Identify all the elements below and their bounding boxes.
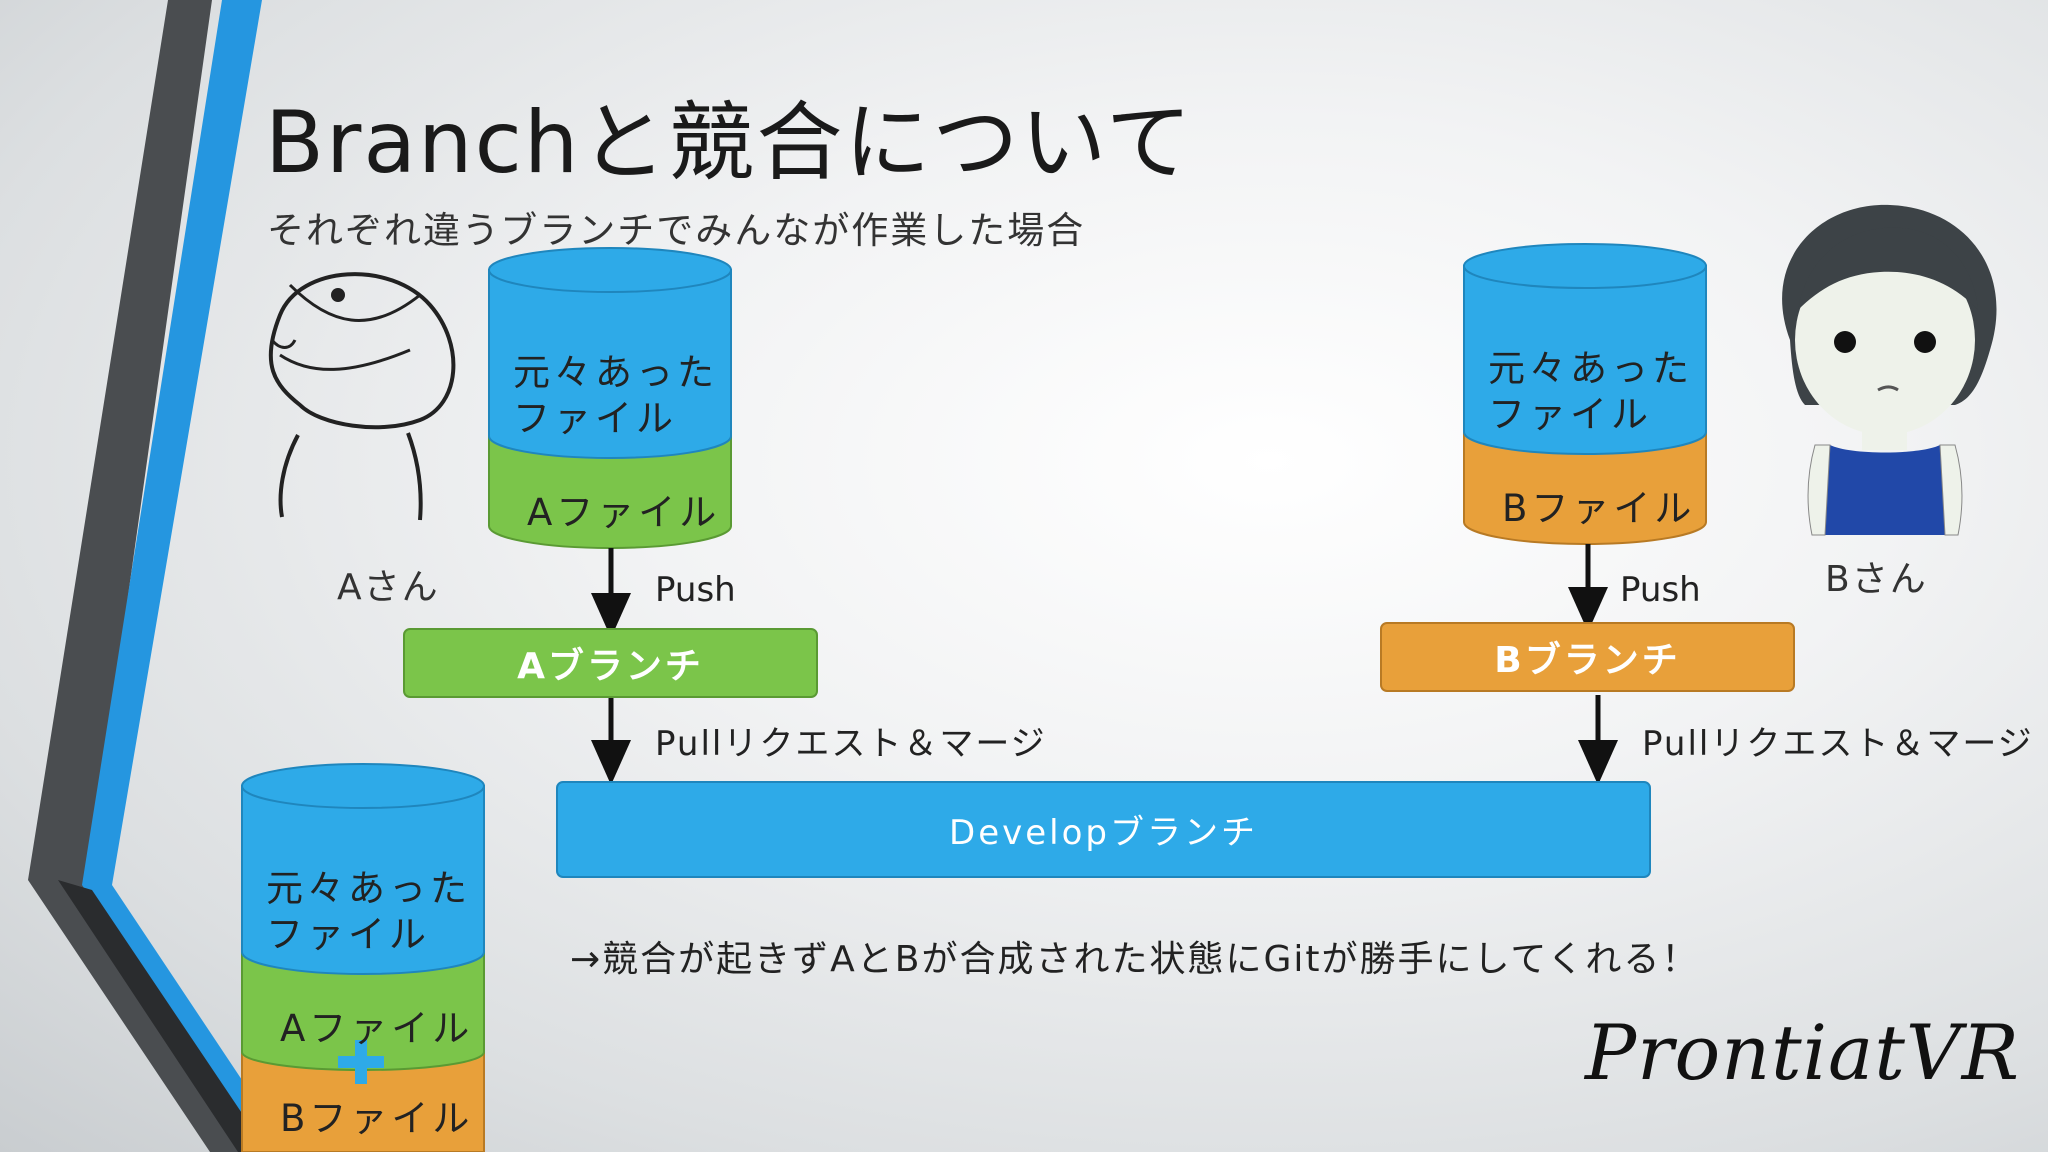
- cylinder-b-top-line1: 元々あった: [1488, 347, 1693, 390]
- person-a-label: Aさん: [337, 567, 440, 608]
- page-title: Branchと競合について: [265, 93, 1194, 193]
- cylinder-merged-top-line1: 元々あった: [266, 867, 471, 910]
- prontiatvr-logo: ProntiatVR: [1585, 1008, 2020, 1097]
- push-b-label: Push: [1620, 570, 1701, 610]
- cylinder-a-bottom: Aファイル: [527, 491, 721, 534]
- cylinder-b-bottom: Bファイル: [1502, 487, 1696, 530]
- person-b-label: Bさん: [1825, 559, 1928, 600]
- cylinder-merged-top-line2: ファイル: [266, 913, 430, 956]
- cylinder-a-top-line1: 元々あった: [513, 351, 718, 394]
- cylinder-merged-bottom: Bファイル: [280, 1097, 474, 1140]
- left-decoration: [28, 0, 290, 1152]
- cylinder-a-top-line2: ファイル: [513, 397, 677, 440]
- cylinder-b-top-line2: ファイル: [1488, 393, 1652, 436]
- page-subtitle: それぞれ違うブランチでみんなが作業した場合: [267, 209, 1086, 252]
- develop-branch-box: Developブランチ: [556, 781, 1651, 878]
- result-text: →競合が起きずAとBが合成された状態にGitが勝手にしてくれる！: [570, 939, 1700, 980]
- branch-a-box: Aブランチ: [403, 628, 818, 698]
- cylinder-a: [488, 247, 732, 549]
- push-a-label: Push: [655, 570, 736, 610]
- cylinder-merged-middle: Aファイル: [280, 1007, 474, 1050]
- pull-request-a-label: Pullリクエスト＆マージ: [655, 724, 1047, 764]
- cylinder-merged: [241, 763, 485, 1152]
- branch-b-box: Bブランチ: [1380, 622, 1795, 692]
- person-a-illustration: [268, 272, 456, 521]
- pull-request-b-label: Pullリクエスト＆マージ: [1642, 724, 2034, 764]
- cylinder-b: [1463, 243, 1707, 545]
- person-b-illustration: [1782, 204, 1997, 536]
